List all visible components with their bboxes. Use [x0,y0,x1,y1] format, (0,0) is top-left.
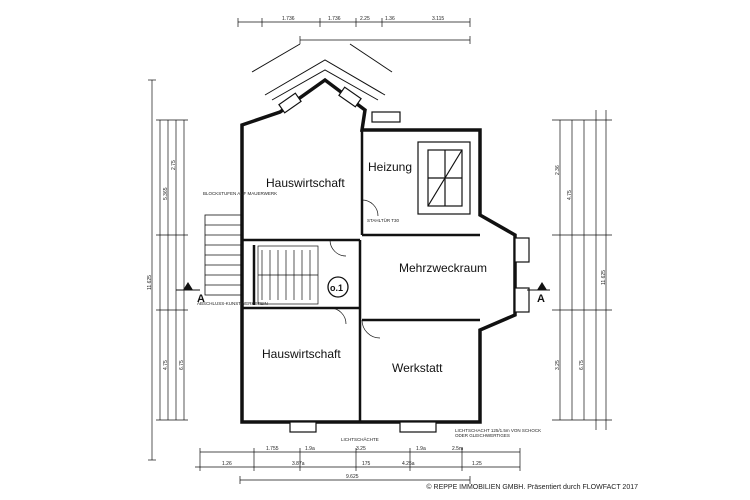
gable [251,43,393,101]
room-werkstatt: Werkstatt [392,361,443,375]
heating-unit [417,141,471,215]
right-dim-5: 6.75 [579,360,585,370]
interior-walls [242,130,480,422]
bottom-dim-b2: 3.87a [292,461,305,467]
right-dim-3: 11.625 [601,270,607,285]
top-dim-2: 1.736 [328,16,341,22]
windows [278,86,530,433]
bottom-dim-a5: 2.5m [452,446,463,452]
top-dim-3: 2.25 [360,16,370,22]
room-mehrzweckraum: Mehrzweckraum [399,261,487,275]
room-hauswirtschaft-top: Hauswirtschaft [266,176,345,190]
bottom-dim-a2: 1.9a [305,446,315,452]
bottom-dim-total: 9.625 [346,474,359,480]
left-dim-4: 11.625 [147,275,153,290]
bottom-dim-a4: 1.9a [416,446,426,452]
section-marker-right-label: A [537,293,545,305]
left-dim-3: 6.75 [179,360,185,370]
section-circle: o.1 [327,276,349,298]
top-dim-1: 1.736 [282,16,295,22]
bottom-dim-a3: 3.25 [356,446,366,452]
bottom-dim-b1: 1.26 [222,461,232,467]
left-dim-5: 4.75 [163,360,169,370]
right-dimensions [552,110,612,430]
room-hauswirtschaft-bottom: Hauswirtschaft [262,347,341,361]
bottom-dim-a1: 1.755 [266,446,279,452]
right-dim-4: 3.25 [555,360,561,370]
note-lichtschacht-1: LICHTSCHACHT 125/1.5m VON SCHOCK [455,428,541,433]
left-dimensions [148,79,188,461]
right-dim-2: 4.75 [567,190,573,200]
door-swings [329,199,381,339]
note-stahltur: STAHLTÜR T30 [367,217,400,223]
section-marker-right: A [527,282,550,305]
note-abschluss: ABSCHLUSS-KUNSTWERKSTEIN [197,301,268,306]
note-lichtschacht-2: ODER GLEICHWERTIGES [455,433,510,438]
section-circle-label: o.1 [330,283,343,293]
staircase [257,245,319,305]
section-marker-left-label: A [197,293,205,305]
section-marker-left: A [176,282,205,305]
copyright-notice: © REPPE IMMOBILIEN GMBH. Präsentiert dur… [426,484,638,491]
right-dim-1: 2.36 [555,165,561,175]
note-blockstufen: BLOCKSTUFEN AUF MAUERWERK [203,191,277,196]
room-heizung: Heizung [368,160,412,174]
outer-walls [240,77,517,424]
bottom-dimensions [195,448,521,484]
bottom-dim-b4: 4.25a [402,461,415,467]
entrance-steps [204,214,243,296]
top-dim-4: 1.36 [385,16,395,22]
bottom-dim-b5: 1.25 [472,461,482,467]
left-dim-1: 2.75 [171,160,177,170]
bottom-dim-b3: 175 [362,461,371,467]
left-dim-2: 5.365 [163,187,169,200]
top-dimensions [237,18,471,44]
note-lichtschachte: LICHTSCHÄCHTE [341,436,379,442]
top-dim-5: 3.115 [432,16,444,22]
